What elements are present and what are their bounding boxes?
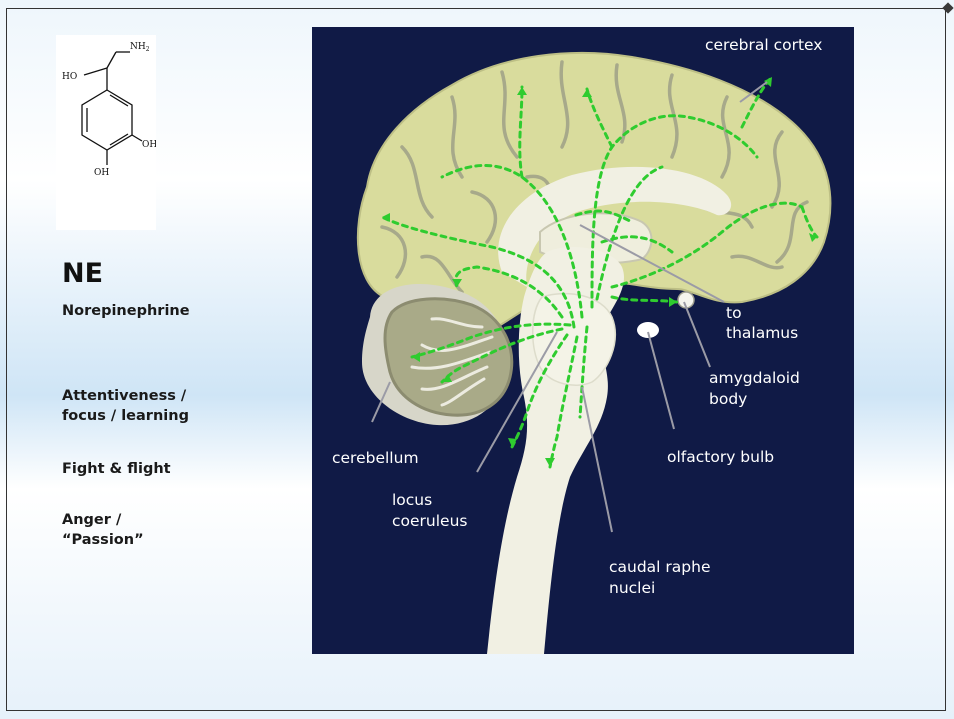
- nh2-label: NH2: [130, 42, 150, 53]
- bond-chain-1: [107, 52, 116, 68]
- label-olfactory-bulb: olfactory bulb: [667, 448, 774, 466]
- brain-diagram: cerebral cortex to thalamus amygdaloid b…: [312, 27, 854, 654]
- text-line-3: Fight & flight: [62, 459, 171, 479]
- label-caudal-raphe: caudal raphe: [609, 558, 710, 576]
- label-amygdaloid: amygdaloid: [709, 369, 800, 387]
- label-to: to: [726, 304, 742, 322]
- oh-meta-label: OH: [142, 140, 156, 150]
- label-locus: locus: [392, 491, 432, 509]
- bond-hydroxyl: [84, 68, 107, 75]
- slide-title: NE: [62, 258, 103, 289]
- label-nuclei: nuclei: [609, 579, 655, 597]
- oh-para-label: OH: [94, 168, 109, 178]
- label-body: body: [709, 390, 747, 408]
- label-thalamus: thalamus: [726, 324, 798, 342]
- text-line-2: focus / learning: [62, 406, 189, 426]
- norepinephrine-structure: NH2 HO OH OH: [56, 35, 156, 230]
- subtitle: Norepinephrine: [62, 301, 190, 321]
- text-line-4: Anger /: [62, 510, 121, 530]
- benzene-ring: [82, 90, 132, 150]
- text-line-1: Attentiveness /: [62, 386, 186, 406]
- text-line-5: “Passion”: [62, 530, 144, 550]
- ho-label: HO: [62, 72, 77, 82]
- label-cerebral-cortex: cerebral cortex: [705, 36, 822, 54]
- label-coeruleus: coeruleus: [392, 512, 467, 530]
- bond-oh-meta: [132, 135, 142, 141]
- label-cerebellum: cerebellum: [332, 449, 419, 467]
